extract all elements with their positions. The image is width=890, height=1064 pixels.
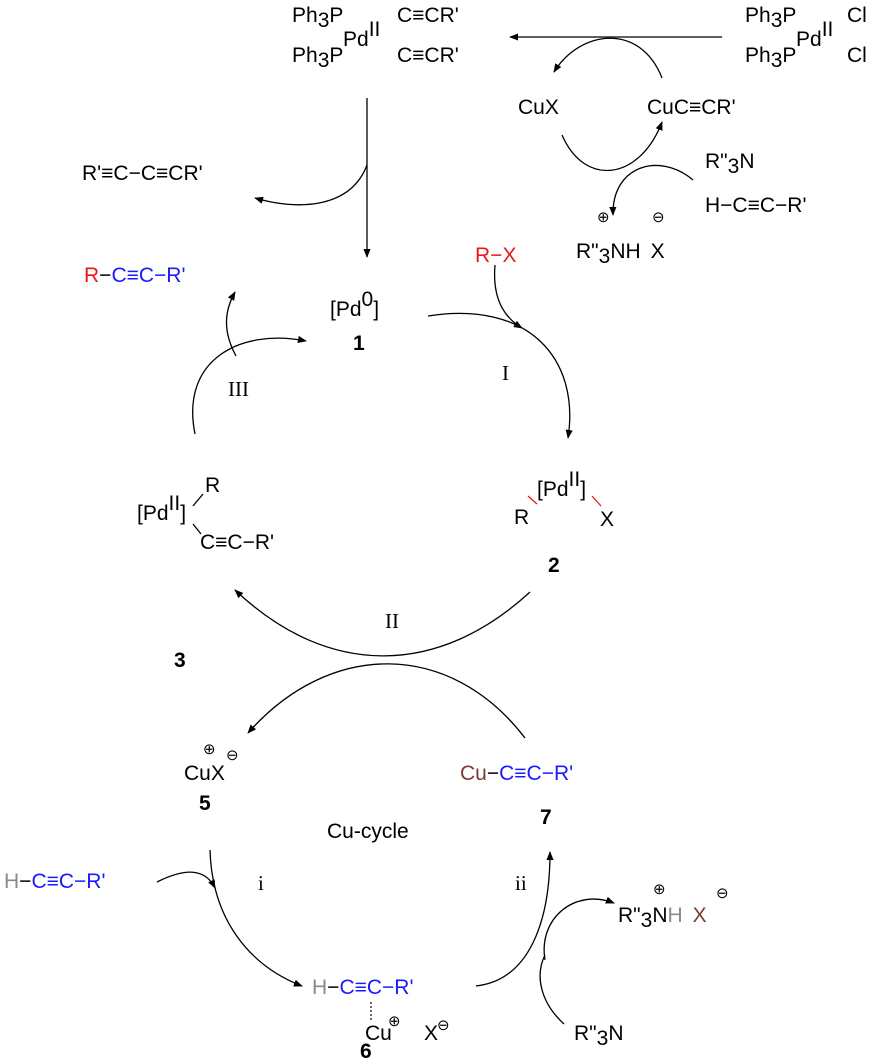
compound-7-cu-acetylide: Cu−C≡C−R' 7 xyxy=(460,762,573,829)
svg-text:⊕: ⊕ xyxy=(203,741,216,758)
compound-5-cux: ⊕ ⊖ CuX 5 xyxy=(184,741,239,815)
svg-text:Cl: Cl xyxy=(847,4,867,27)
top-cux: CuX xyxy=(518,96,559,119)
svg-text:⊖: ⊖ xyxy=(437,1017,450,1034)
svg-text:[PdII]: [PdII] xyxy=(537,468,586,501)
step-i-entry-arrow xyxy=(156,871,216,889)
step-II-lower-arc xyxy=(247,663,526,739)
svg-text:[PdII]: [PdII] xyxy=(137,492,186,525)
top-base-alkyne-entry-arrow xyxy=(609,164,694,216)
compound-number-1: 1 xyxy=(353,332,365,355)
step-label-I: I xyxy=(502,361,509,385)
step-label-III: III xyxy=(228,377,249,401)
compound-number-6: 6 xyxy=(360,1040,372,1063)
cross-coupling-product: R−C≡C−R' xyxy=(84,264,185,287)
compound-number-5: 5 xyxy=(199,792,211,815)
svg-text:Ph3P: Ph3P xyxy=(745,4,796,32)
top-cu-acetylide: CuC≡CR' xyxy=(647,96,736,119)
ammonium-release-arrow xyxy=(543,896,615,961)
svg-text:R: R xyxy=(205,474,220,497)
compound-6-pi-complex: H−C≡C−R' ⊕ ⊖ Cu X 6 xyxy=(312,976,450,1063)
svg-text:[Pd0]: [Pd0] xyxy=(330,288,379,321)
step-label-ii: ii xyxy=(515,871,527,895)
compound-1-pd0: [Pd0] 1 xyxy=(330,288,379,355)
svg-text:⊖: ⊖ xyxy=(716,885,729,902)
compound-number-3: 3 xyxy=(174,649,186,672)
svg-text:⊕: ⊕ xyxy=(597,209,610,226)
svg-text:X: X xyxy=(424,1022,438,1045)
svg-text:Cu−C≡C−R': Cu−C≡C−R' xyxy=(460,762,573,785)
reaction-arrows xyxy=(156,33,722,1025)
base-entry-arrow xyxy=(539,954,565,1025)
svg-text:⊖: ⊖ xyxy=(652,209,665,226)
svg-text:Ph3P: Ph3P xyxy=(292,44,343,72)
svg-text:PdII: PdII xyxy=(796,18,833,51)
aryl-halide-rx: R−X xyxy=(475,244,516,267)
svg-text:C≡CR': C≡CR' xyxy=(397,44,459,67)
svg-text:Cl: Cl xyxy=(847,44,867,67)
svg-text:⊕: ⊕ xyxy=(388,1013,401,1030)
amine-base-reactant: R"3N xyxy=(574,1022,623,1050)
compound-2-oxidative-addition: [PdII] R X 2 xyxy=(514,468,614,577)
svg-text:Ph3P: Ph3P xyxy=(745,44,796,72)
pd-bis-acetylide: Ph3P Ph3P PdII C≡CR' C≡CR' xyxy=(292,4,459,72)
top-cux-return-arrow xyxy=(553,37,663,79)
svg-text:Cu: Cu xyxy=(365,1022,392,1045)
step-II-upper-arc xyxy=(234,589,531,657)
step-label-i: i xyxy=(258,871,264,895)
step-label-II: II xyxy=(385,609,399,633)
svg-text:⊖: ⊖ xyxy=(226,747,239,764)
product-release-arrow xyxy=(225,291,237,357)
step-i-arc xyxy=(209,849,303,987)
step-III-arc xyxy=(192,335,307,435)
svg-text:PdII: PdII xyxy=(343,18,380,51)
terminal-alkyne-reactant: H−C≡C−R' xyxy=(4,870,105,893)
top-terminal-alkyne: H−C≡C−R' xyxy=(705,194,806,217)
svg-text:Ph3P: Ph3P xyxy=(292,4,343,32)
homocoupling-product: R'≡C−C≡CR' xyxy=(82,162,203,185)
compound-number-2: 2 xyxy=(548,554,560,577)
svg-text:R: R xyxy=(514,506,529,529)
svg-text:CuX: CuX xyxy=(184,762,225,785)
top-cu-acetylide-formation-arrow xyxy=(561,121,663,172)
svg-text:⊕: ⊕ xyxy=(653,881,666,898)
step-I-arc xyxy=(427,312,573,439)
top-amine-base: R"3N xyxy=(705,150,754,178)
cu-cycle-label: Cu-cycle xyxy=(327,820,409,843)
compound-number-7: 7 xyxy=(540,806,552,829)
compound-3-transmetalation: [PdII] R C≡C−R' 3 xyxy=(137,474,274,672)
svg-text:C≡C−R': C≡C−R' xyxy=(200,531,274,554)
homocoupling-release-arrow xyxy=(254,164,368,206)
svg-text:H−C≡C−R': H−C≡C−R' xyxy=(312,976,413,999)
svg-text:C≡CR': C≡CR' xyxy=(397,4,459,27)
step-ii-arc xyxy=(475,851,554,987)
pdcl2-pph3-precatalyst: Ph3P Ph3P PdII Cl Cl xyxy=(745,4,867,72)
svg-text:X: X xyxy=(600,508,614,531)
